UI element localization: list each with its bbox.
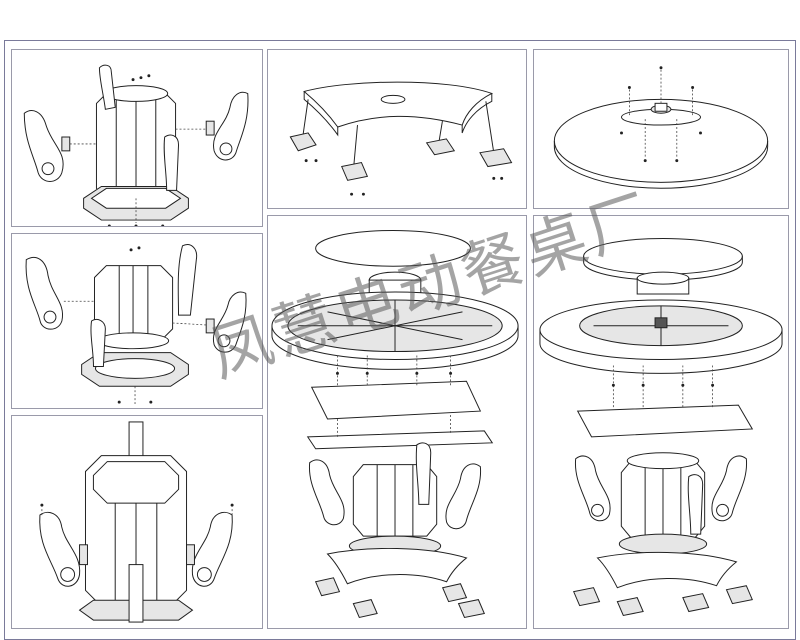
leg-back-b: [687, 474, 704, 535]
panel-full-table-exploded-b: [533, 215, 789, 629]
foot-b-3: [682, 593, 710, 613]
base-frame-a: [326, 547, 468, 585]
foot-a-4: [457, 599, 486, 619]
foot-front-left: [289, 132, 317, 152]
mounting-plate: [310, 380, 482, 420]
leg-left: [23, 110, 64, 182]
mounting-plate-b: [576, 404, 754, 438]
leg-left-a: [309, 459, 345, 526]
table-frame-drawing: [289, 81, 513, 196]
panel-octagon-base-exploded: [11, 49, 263, 227]
leg-front-lower: [90, 318, 106, 367]
leg-left-assembled: [39, 511, 81, 587]
support-frame: [306, 430, 494, 450]
round-tabletop-drawing: [553, 66, 769, 189]
octagon-base-exploded-drawing: [23, 64, 249, 226]
full-table-exploded-b-drawing: [539, 237, 783, 617]
panel-octagon-base-raised: [11, 233, 263, 409]
foot-back-right: [425, 138, 456, 156]
leg-right: [213, 91, 249, 161]
panel-table-frame: [267, 49, 527, 209]
panel-round-tabletop: [533, 49, 789, 209]
leg-right-lower: [212, 291, 247, 353]
base-ring-b: [618, 533, 708, 555]
panel-octagon-base-assembled: [11, 415, 263, 629]
full-table-exploded-a-drawing: [271, 229, 519, 619]
drawing-sheet: [4, 40, 796, 640]
column-top-bracket: [128, 421, 144, 459]
octagon-base-assembled-drawing: [39, 421, 234, 623]
leg-front: [163, 134, 180, 191]
leg-back-a: [415, 442, 432, 505]
leg-top: [98, 64, 116, 110]
glass-turntable-b: [583, 237, 743, 275]
leg-right-assembled: [191, 511, 233, 587]
base-frame-b: [596, 551, 738, 589]
octagon-column-upper: [93, 265, 174, 342]
foot-b-4: [725, 585, 753, 605]
foot-front-right: [479, 148, 513, 168]
leg-right-a: [445, 463, 481, 530]
leg-left-upper: [25, 256, 64, 330]
leg-left-b: [575, 455, 611, 522]
foot-b-2: [616, 597, 644, 617]
foot-a-3: [441, 583, 468, 603]
octagon-base-raised-drawing: [25, 244, 247, 405]
leg-front-assembled: [128, 564, 144, 623]
foot-a-2: [352, 599, 378, 619]
leg-right-upper: [177, 244, 198, 316]
foot-a-1: [314, 577, 341, 597]
foot-b-1: [572, 587, 601, 607]
glass-turntable: [315, 229, 471, 267]
frame-top-plate: [303, 81, 494, 128]
foot-back-left: [341, 162, 369, 181]
panel-full-table-exploded-a: [267, 215, 527, 629]
